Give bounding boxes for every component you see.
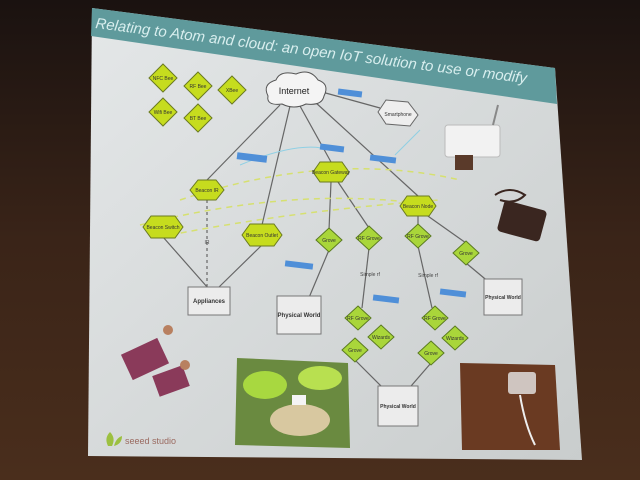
rf-grove-3: RF Grove [344,305,372,331]
rf-grove-2: RF Grove [404,223,432,249]
svg-text:Wifi Bee: Wifi Bee [154,110,173,116]
grove-4: Grove [417,340,445,366]
seeed-studio-logo: seeed studio [106,432,176,446]
svg-text:Beacon Outlet: Beacon Outlet [246,233,278,239]
ir-label: IR [205,240,210,246]
svg-text:Grove: Grove [348,348,362,354]
connection-lines [162,91,497,394]
svg-text:Grove: Grove [322,238,336,244]
enclosure-photo [460,363,560,450]
svg-text:Physical World: Physical World [485,295,521,301]
svg-text:RF Grove: RF Grove [347,316,369,322]
svg-text:RF Grove: RF Grove [407,234,429,240]
beacon-gateway: Beacon Gateway [312,161,351,183]
beacon-node: Beacon Node [399,195,437,217]
svg-text:Wizards: Wizards [446,336,465,342]
svg-text:Grove: Grove [424,351,438,357]
bee-nfc: NFC Bee [148,63,178,93]
grove-2: Grove [452,240,480,266]
bee-rf: RF Bee [183,71,213,101]
simple-rf-label-2: Simple rf [418,273,438,279]
svg-text:Internet: Internet [279,86,310,96]
svg-text:RF Grove: RF Grove [358,236,380,242]
svg-text:Appliances: Appliances [193,299,226,305]
wizards-2: Wizards [441,325,469,351]
beacon-outlet: Beacon Outlet [241,223,283,247]
plant-photo [235,358,350,448]
svg-text:NFC Bee: NFC Bee [153,76,174,82]
internet-cloud: Internet [265,71,327,108]
svg-text:BT Bee: BT Bee [190,116,207,122]
svg-text:Physical World: Physical World [278,313,321,319]
rf-grove-4: RF Grove [421,305,449,331]
bee-wifi: Wifi Bee [148,97,178,127]
protocol-tags [236,88,467,304]
svg-text:RF Bee: RF Bee [190,84,207,90]
grove-3: Grove [341,337,369,363]
smartphone-node: Smartphone [377,99,419,127]
svg-text:Grove: Grove [459,251,473,257]
svg-text:Wizards: Wizards [372,335,391,341]
appliances-box: Appliances [187,286,231,316]
simple-rf-label-1: Simple rf [360,272,380,278]
svg-text:XBee: XBee [226,88,238,94]
svg-text:Beacon Gateway: Beacon Gateway [312,170,351,176]
bee-modules: NFC Bee RF Bee XBee Wifi Bee BT Bee [148,63,247,133]
svg-text:Physical World: Physical World [380,404,416,410]
grove-boards-photo [120,325,190,397]
svg-text:Beacon IR: Beacon IR [195,188,219,194]
svg-text:Smartphone: Smartphone [384,112,411,118]
svg-text:seeed studio: seeed studio [125,436,176,446]
svg-text:Beacon Node: Beacon Node [403,204,434,210]
svg-text:RF Grove: RF Grove [424,316,446,322]
beacon-switch: Beacon Switch [142,215,184,239]
beacon-ir: Beacon IR [189,179,225,201]
bee-bt: BT Bee [183,103,213,133]
grove-1: Grove [315,227,343,253]
title-band [91,8,557,104]
bee-xbee: XBee [217,75,247,105]
svg-text:Beacon Switch: Beacon Switch [146,225,179,231]
physical-world-box-2: Physical World [483,278,523,316]
rf-grove-1: RF Grove [355,225,383,251]
gateway-device-photo [444,104,501,170]
physical-world-box-3: Physical World [377,385,419,427]
physical-world-box-1: Physical World [276,295,322,335]
wizards-1: Wizards [367,324,395,350]
power-cable-photo [494,189,547,242]
